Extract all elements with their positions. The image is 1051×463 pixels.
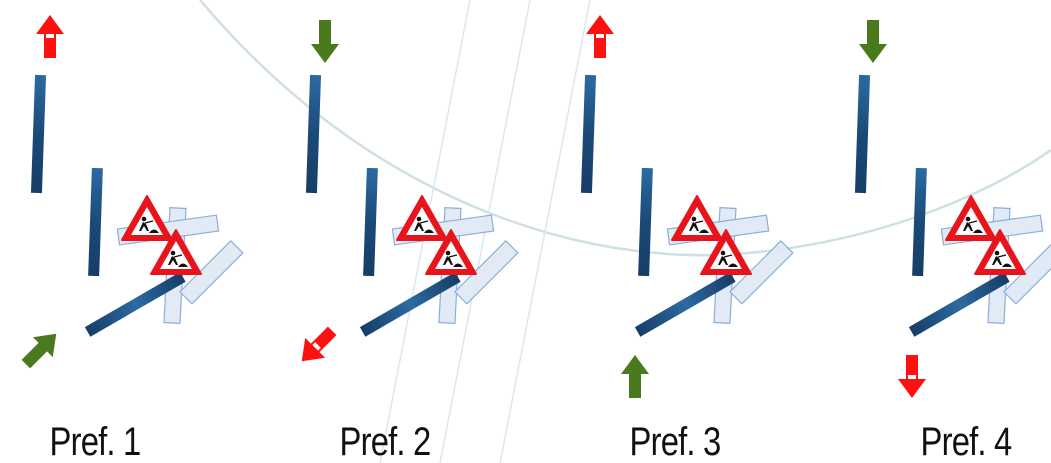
panel-2 xyxy=(301,20,519,362)
roadworks-sign-icon xyxy=(121,195,173,241)
panel-label-3: Pref. 3 xyxy=(629,420,722,463)
panel-1 xyxy=(21,15,244,369)
diagonal-road-line-3 xyxy=(499,0,591,463)
green-arrow-icon xyxy=(859,20,887,63)
roadworks-sign-icon xyxy=(671,195,723,241)
panel-label-2: Pref. 2 xyxy=(339,420,432,463)
open-road-bars xyxy=(854,74,1010,337)
open-road-bars xyxy=(580,74,736,337)
red-arrow-icon xyxy=(586,15,614,58)
panel-4 xyxy=(854,20,1051,398)
red-arrow-icon xyxy=(898,355,926,398)
roadworks-sign-icon xyxy=(425,229,477,275)
roadworks-sign-icon xyxy=(700,229,752,275)
green-arrow-icon xyxy=(311,20,339,63)
green-arrow-icon xyxy=(21,333,57,369)
panel-3 xyxy=(580,15,794,398)
green-arrow-icon xyxy=(621,355,649,398)
curved-road-line xyxy=(199,0,1051,257)
roadworks-sign-icon xyxy=(945,195,997,241)
red-arrow-icon xyxy=(36,15,64,58)
panel-label-1: Pref. 1 xyxy=(49,420,142,463)
roadworks-sign-icon xyxy=(974,229,1026,275)
panel-label-4: Pref. 4 xyxy=(920,420,1013,463)
roadworks-sign-icon xyxy=(396,195,448,241)
roadworks-sign-icon xyxy=(150,229,202,275)
open-road-bars xyxy=(305,74,461,337)
red-arrow-icon xyxy=(301,326,337,362)
open-road-bars xyxy=(30,74,186,337)
